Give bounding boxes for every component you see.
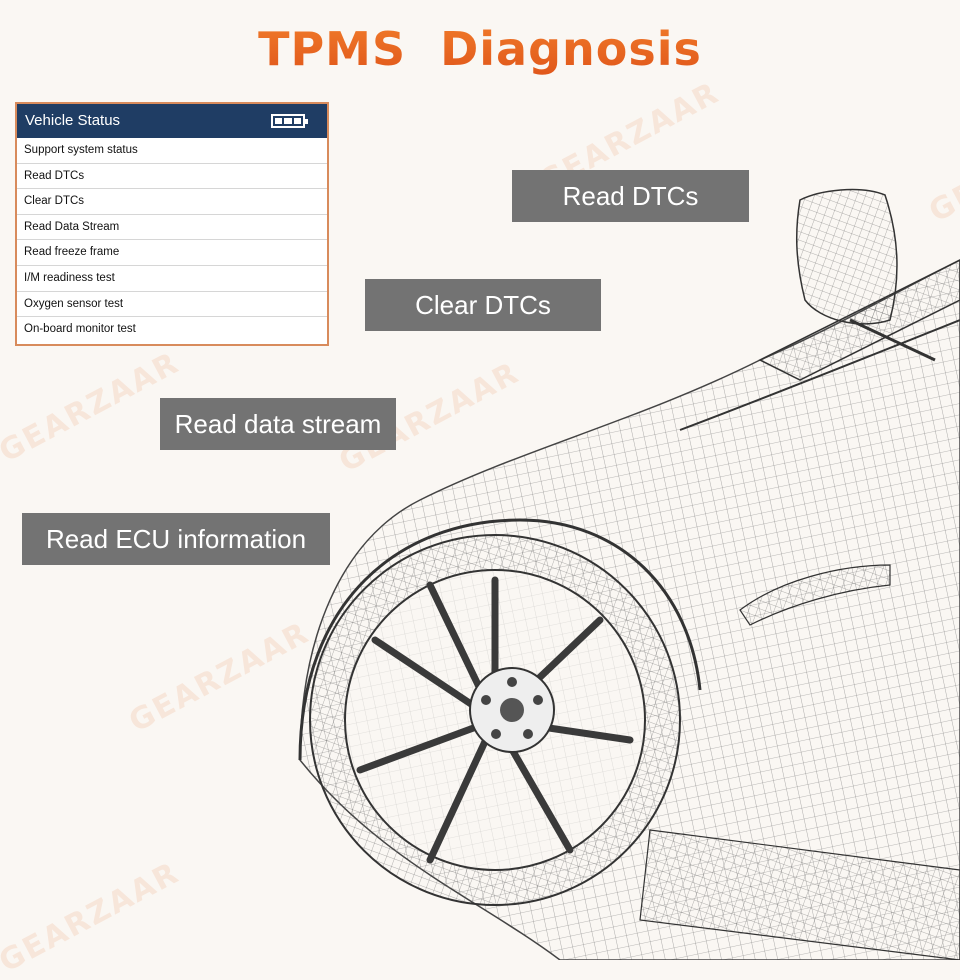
menu-item-read-data-stream[interactable]: Read Data Stream bbox=[17, 215, 327, 241]
feature-label-clear-dtcs: Clear DTCs bbox=[365, 279, 601, 331]
menu-item-clear-dtcs[interactable]: Clear DTCs bbox=[17, 189, 327, 215]
menu-item-on-board-monitor-test[interactable]: On-board monitor test bbox=[24, 323, 136, 336]
feature-label-read-data-stream: Read data stream bbox=[160, 398, 396, 450]
feature-label-read-ecu-information: Read ECU information bbox=[22, 513, 330, 565]
menu-item-read-dtcs[interactable]: Read DTCs bbox=[17, 164, 327, 190]
menu-item-im-readiness-test[interactable]: I/M readiness test bbox=[17, 266, 327, 292]
device-menu-panel: Vehicle Status Support system status Rea… bbox=[15, 102, 329, 346]
menu-item-read-freeze-frame[interactable]: Read freeze frame bbox=[17, 240, 327, 266]
page-title: TPMS Diagnosis bbox=[0, 22, 960, 76]
menu-header-title: Vehicle Status bbox=[25, 112, 121, 129]
battery-icon bbox=[271, 114, 308, 128]
menu-item-support-system-status[interactable]: Support system status bbox=[17, 138, 327, 164]
menu-header: Vehicle Status bbox=[17, 104, 327, 138]
feature-label-read-dtcs: Read DTCs bbox=[512, 170, 749, 222]
menu-item-oxygen-sensor-test[interactable]: Oxygen sensor test bbox=[17, 292, 327, 318]
car-wireframe-illustration bbox=[298, 188, 960, 960]
